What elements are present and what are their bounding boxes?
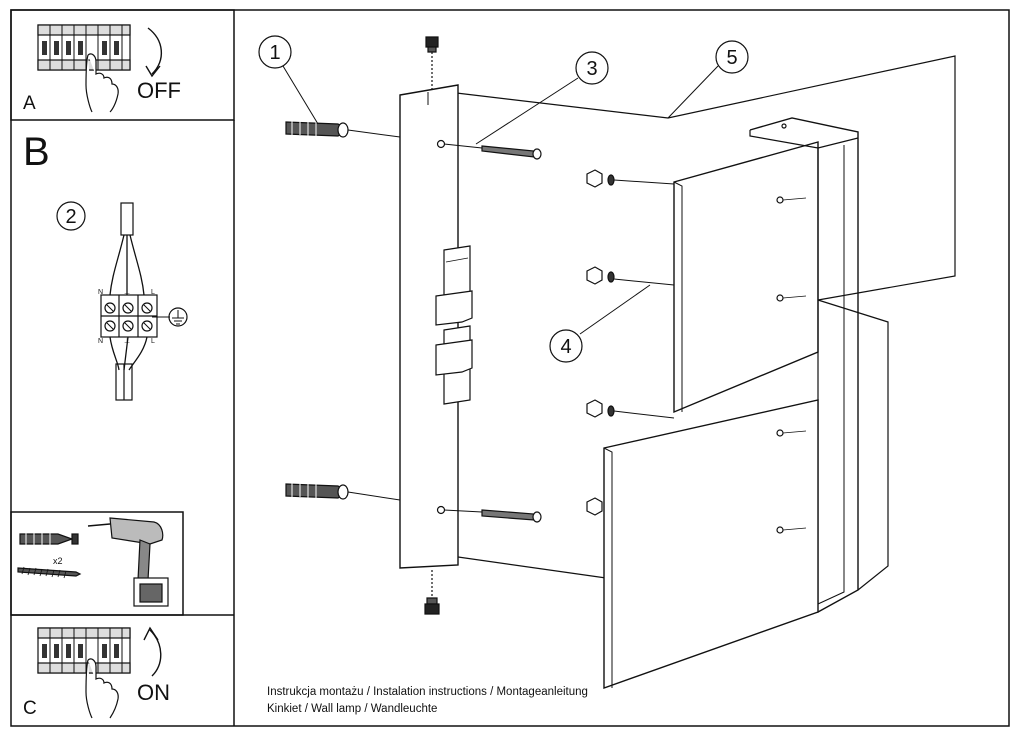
svg-text:N: N [98,338,103,345]
panel-c-breaker [37,627,131,674]
svg-text:4: 4 [560,336,571,358]
svg-text:5: 5 [726,47,737,69]
panel-c-arrow [143,626,162,677]
terminal-labels-top: N ⊥ L [98,289,155,296]
callout-3: 3 [475,51,609,145]
upper-front-panel [673,141,819,414]
outer-frame [10,9,1010,727]
wall-plug-bottom [285,483,401,501]
panel-a-breaker [37,24,131,71]
panel-c-letter: C [23,698,37,719]
panel-c-action: ON [137,680,170,705]
wall-plug-top [285,121,401,138]
nut-washer-2 [586,266,675,286]
panel-a-action: OFF [137,78,181,103]
nut-washer-4 [586,497,603,516]
terminal-labels-bottom: N ⊥ L [98,338,155,345]
wiring-diagram [100,202,188,401]
wall-plug-icon [19,532,79,546]
screw-icon [17,566,82,579]
svg-text:3: 3 [586,58,597,80]
svg-text:N: N [98,289,103,296]
screw-bottom [443,509,542,523]
panel-c-hand [85,658,119,719]
caption-subtitle: Kinkiet / Wall lamp / Wandleuchte [267,703,438,715]
lower-front-panel [603,399,819,689]
screw-top [443,143,542,160]
panel-a-frame [10,9,235,121]
callout-1: 1 [258,35,319,125]
caption-title: Instrukcja montażu / Instalation instruc… [267,686,588,698]
svg-text:L: L [151,289,155,296]
svg-text:1: 1 [269,42,280,64]
panel-a-arrow [145,27,162,78]
lamp-body-back [443,55,956,591]
panel-a-letter: A [23,93,36,114]
nut-washer-1 [586,169,675,188]
panel-a-hand [85,53,119,113]
mounting-bracket [399,84,473,569]
callout-4: 4 [549,284,651,363]
panel-b-letter: B [23,130,50,174]
bottom-screw [424,570,440,615]
callout-2-label: 2 [65,206,76,228]
quantity-label: x2 [53,556,63,566]
drill-icon [87,517,169,607]
nut-washer-3 [586,399,675,419]
callout-2-circle [56,201,86,231]
callout-5: 5 [667,40,749,119]
svg-text:⊥: ⊥ [124,338,130,345]
top-screw [425,36,439,90]
svg-text:L: L [151,338,155,345]
svg-text:⊥: ⊥ [124,289,130,296]
